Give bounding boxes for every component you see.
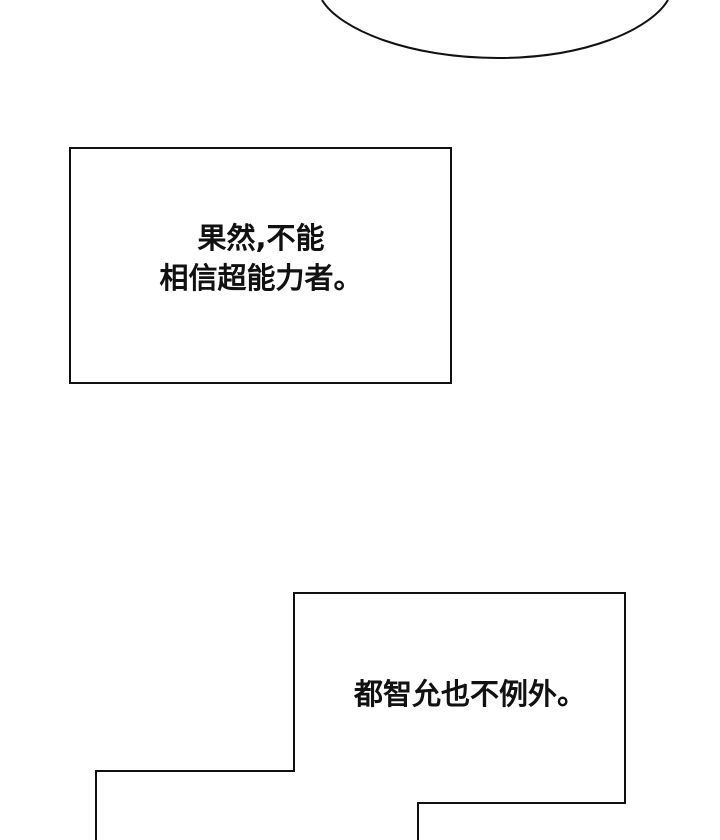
narration-text-2: 都智允也不例外。 <box>330 674 610 714</box>
narration-line: 果然,不能 <box>197 221 325 255</box>
narration-line: 相信超能力者。 <box>159 261 363 295</box>
speech-bubble-edge <box>321 0 669 60</box>
narration-box-1 <box>69 147 452 384</box>
narration-text-1: 果然,不能 相信超能力者。 <box>70 218 452 298</box>
narration-box-2 <box>95 592 626 840</box>
narration-line: 都智允也不例外。 <box>353 677 586 711</box>
